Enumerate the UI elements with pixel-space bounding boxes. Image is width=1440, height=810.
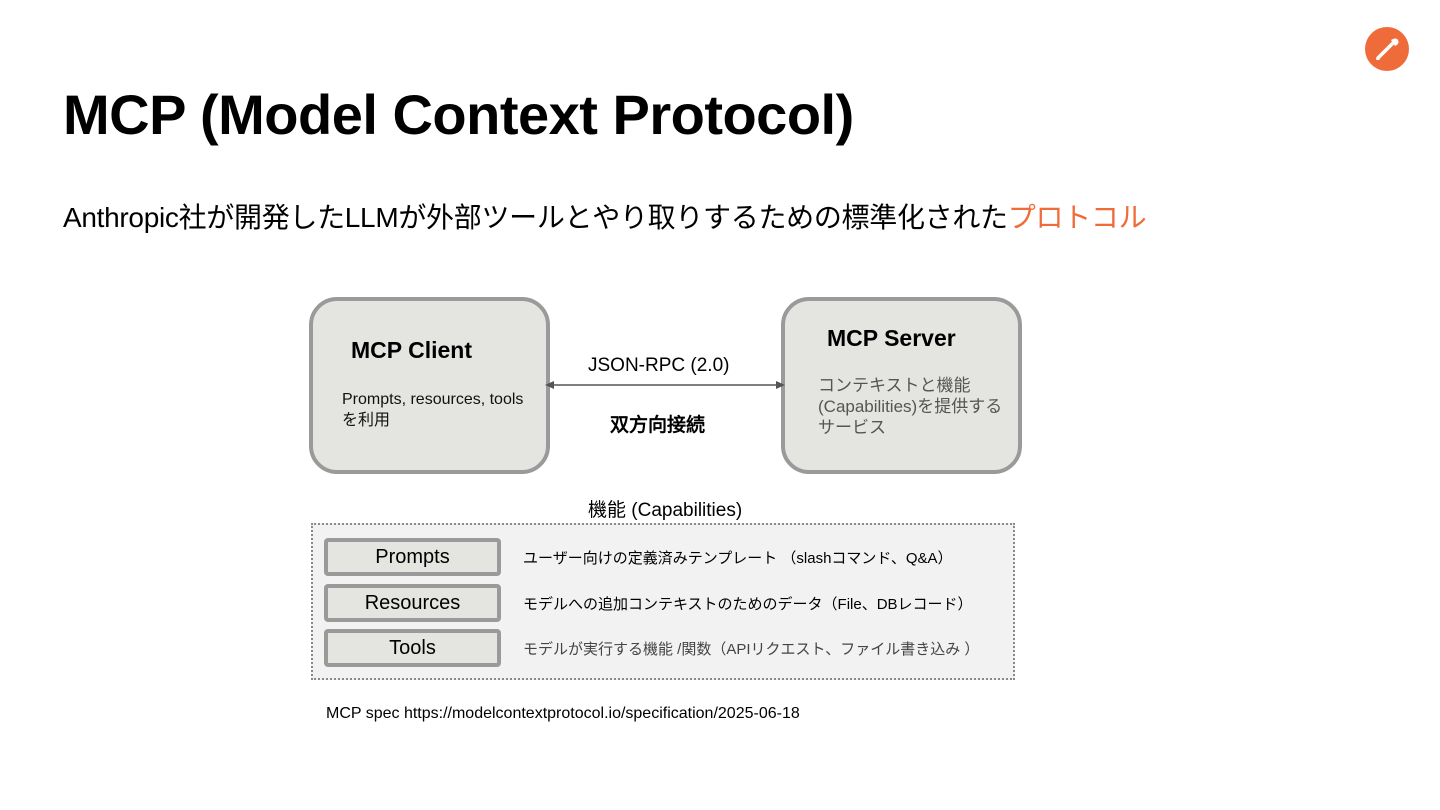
capability-description: ユーザー向けの定義済みテンプレート （slashコマンド、Q&A） <box>523 550 953 567</box>
bidirectional-arrow <box>545 381 785 389</box>
page-title: MCP (Model Context Protocol) <box>63 83 854 146</box>
mcp-client-node: MCP Client Prompts, resources, toolsを利用 <box>309 297 550 474</box>
capability-name: Prompts <box>324 538 501 576</box>
server-title: MCP Server <box>827 325 956 351</box>
subtitle: Anthropic社が開発したLLMが外部ツールとやり取りするための標準化された… <box>63 196 1147 236</box>
capability-name: Resources <box>324 584 501 622</box>
capability-row-resources: Resources モデルへの追加コンテキストのためのデータ（File、DBレコ… <box>324 584 1004 622</box>
client-description: Prompts, resources, toolsを利用 <box>342 391 524 429</box>
capability-row-tools: Tools モデルが実行する機能 /関数（APIリクエスト、ファイル書き込み ） <box>324 629 1004 667</box>
capability-description: モデルが実行する機能 /関数（APIリクエスト、ファイル書き込み ） <box>523 641 980 658</box>
mcp-server-node: MCP Server コンテキストと機能(Capabilities)を提供するサ… <box>781 297 1022 474</box>
spec-reference: MCP spec https://modelcontextprotocol.io… <box>326 705 800 722</box>
capability-name: Tools <box>324 629 501 667</box>
subtitle-accent: プロトコル <box>1007 202 1147 233</box>
subtitle-text: Anthropic社が開発したLLMが外部ツールとやり取りするための標準化された <box>63 202 1008 233</box>
capability-row-prompts: Prompts ユーザー向けの定義済みテンプレート （slashコマンド、Q&A… <box>324 538 1004 576</box>
server-description: コンテキストと機能(Capabilities)を提供するサービス <box>818 376 1003 437</box>
capabilities-box: Prompts ユーザー向けの定義済みテンプレート （slashコマンド、Q&A… <box>311 523 1015 680</box>
capabilities-title: 機能 (Capabilities) <box>588 500 743 521</box>
protocol-label: JSON-RPC (2.0) <box>588 355 730 376</box>
connection-label: 双方向接続 <box>610 415 706 436</box>
postman-logo-icon <box>1365 27 1409 71</box>
capability-description: モデルへの追加コンテキストのためのデータ（File、DBレコード） <box>523 596 973 613</box>
client-title: MCP Client <box>351 337 472 363</box>
